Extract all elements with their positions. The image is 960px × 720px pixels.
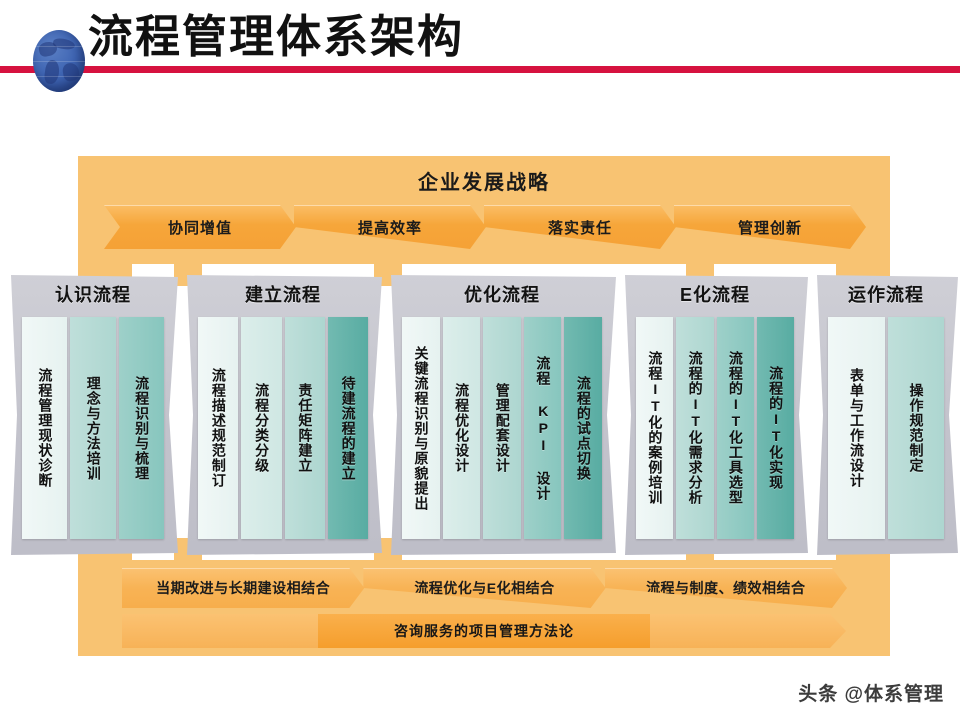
stage-card[interactable]: E化流程 流程IT化的案例培训 流程的IT化需求分析 流程的IT化工具选型 流程… [622, 275, 808, 555]
stage-item-list: 关键流程识别与原貌提出 流程优化设计 管理配套设计 流程 KPI 设计 流程的试… [402, 317, 602, 539]
stage-item-list: 表单与工作流设计 操作规范制定 [828, 317, 944, 539]
methodology-bar: 咨询服务的项目管理方法论 [122, 614, 846, 648]
stage-card-row: 认识流程 流程管理现状诊断 理念与方法培训 流程识别与梳理 建立流程 流程描述规… [8, 275, 952, 555]
stage-card[interactable]: 建立流程 流程描述规范制订 流程分类分级 责任矩阵建立 待建流程的建立 [184, 275, 382, 555]
strategy-chevron-row: 协同增值 提高效率 落实责任 管理创新 [104, 205, 864, 249]
combine-chevron[interactable]: 当期改进与长期建设相结合 [122, 568, 364, 608]
page-header: 流程管理体系架构 [0, 0, 960, 110]
stage-item[interactable]: 流程的试点切换 [564, 317, 602, 539]
stage-item[interactable]: 责任矩阵建立 [285, 317, 325, 539]
globe-icon [33, 30, 85, 92]
stage-item[interactable]: 流程分类分级 [241, 317, 281, 539]
stage-item[interactable]: 流程 KPI 设计 [524, 317, 562, 539]
methodology-label: 咨询服务的项目管理方法论 [318, 614, 650, 648]
stage-item-label: 关键流程识别与原貌提出 [413, 345, 430, 511]
stage-item-label: 流程 KPI 设计 [535, 355, 552, 501]
stage-item-label: 操作规范制定 [908, 383, 925, 473]
strategy-chevron[interactable]: 落实责任 [484, 205, 676, 249]
stage-item[interactable]: 待建流程的建立 [328, 317, 368, 539]
stage-card-title: 运作流程 [848, 285, 924, 305]
stage-item-label: 理念与方法培训 [85, 375, 102, 481]
stage-item[interactable]: 流程IT化的案例培训 [636, 317, 673, 539]
strategy-chevron[interactable]: 管理创新 [674, 205, 866, 249]
stage-card-title: E化流程 [679, 285, 750, 305]
stage-card[interactable]: 运作流程 表单与工作流设计 操作规范制定 [814, 275, 958, 555]
stage-item-label: 管理配套设计 [494, 383, 511, 473]
combine-chevron[interactable]: 流程与制度、绩效相结合 [605, 568, 847, 608]
header-divider-line [0, 66, 960, 73]
stage-card[interactable]: 优化流程 关键流程识别与原貌提出 流程优化设计 管理配套设计 流程 KPI 设计… [388, 275, 616, 555]
stage-item[interactable]: 表单与工作流设计 [828, 317, 885, 539]
stage-card-title: 认识流程 [55, 285, 131, 305]
process-architecture-diagram: 企业发展战略 协同增值 提高效率 落实责任 管理创新 认识流程 流程管理现状诊断… [0, 120, 960, 680]
stage-item[interactable]: 流程描述规范制订 [198, 317, 238, 539]
stage-item-label: 流程描述规范制订 [210, 368, 227, 488]
stage-item[interactable]: 流程管理现状诊断 [22, 317, 67, 539]
stage-item[interactable]: 关键流程识别与原貌提出 [402, 317, 440, 539]
stage-item-label: 表单与工作流设计 [849, 368, 865, 488]
stage-item-list: 流程管理现状诊断 理念与方法培训 流程识别与梳理 [22, 317, 164, 539]
stage-item-label: 责任矩阵建立 [297, 383, 314, 473]
stage-item-label: 流程的IT化需求分析 [687, 351, 704, 505]
stage-card-title: 优化流程 [464, 285, 540, 305]
stage-item-label: 流程的试点切换 [575, 375, 592, 481]
strategy-chevron[interactable]: 提高效率 [294, 205, 486, 249]
stage-item-label: 流程IT化的案例培训 [647, 351, 664, 505]
stage-item-label: 流程的IT化实现 [768, 366, 785, 490]
stage-item-list: 流程描述规范制订 流程分类分级 责任矩阵建立 待建流程的建立 [198, 317, 368, 539]
stage-item[interactable]: 流程的IT化实现 [757, 317, 794, 539]
stage-item-label: 流程管理现状诊断 [37, 368, 54, 488]
stage-item[interactable]: 操作规范制定 [888, 317, 945, 539]
stage-item-label: 待建流程的建立 [340, 375, 357, 481]
stage-item[interactable]: 流程的IT化工具选型 [717, 317, 754, 539]
stage-item-label: 流程优化设计 [454, 383, 471, 473]
stage-item-label: 流程的IT化工具选型 [727, 351, 744, 505]
stage-item-label: 流程识别与梳理 [134, 375, 151, 481]
strategy-chevron[interactable]: 协同增值 [104, 205, 296, 249]
stage-item[interactable]: 流程的IT化需求分析 [676, 317, 713, 539]
stage-item[interactable]: 管理配套设计 [483, 317, 521, 539]
stage-item-label: 流程分类分级 [254, 383, 271, 473]
watermark: 头条 @体系管理 [798, 684, 944, 705]
stage-item[interactable]: 流程优化设计 [443, 317, 481, 539]
stage-card[interactable]: 认识流程 流程管理现状诊断 理念与方法培训 流程识别与梳理 [8, 275, 178, 555]
page-title: 流程管理体系架构 [88, 11, 465, 62]
combine-chevron[interactable]: 流程优化与E化相结合 [363, 568, 605, 608]
stage-card-title: 建立流程 [245, 285, 321, 305]
stage-item-list: 流程IT化的案例培训 流程的IT化需求分析 流程的IT化工具选型 流程的IT化实… [636, 317, 794, 539]
combine-chevron-row: 当期改进与长期建设相结合 流程优化与E化相结合 流程与制度、绩效相结合 [122, 568, 846, 608]
stage-item[interactable]: 流程识别与梳理 [119, 317, 164, 539]
strategy-title: 企业发展战略 [418, 172, 550, 194]
stage-item[interactable]: 理念与方法培训 [70, 317, 115, 539]
